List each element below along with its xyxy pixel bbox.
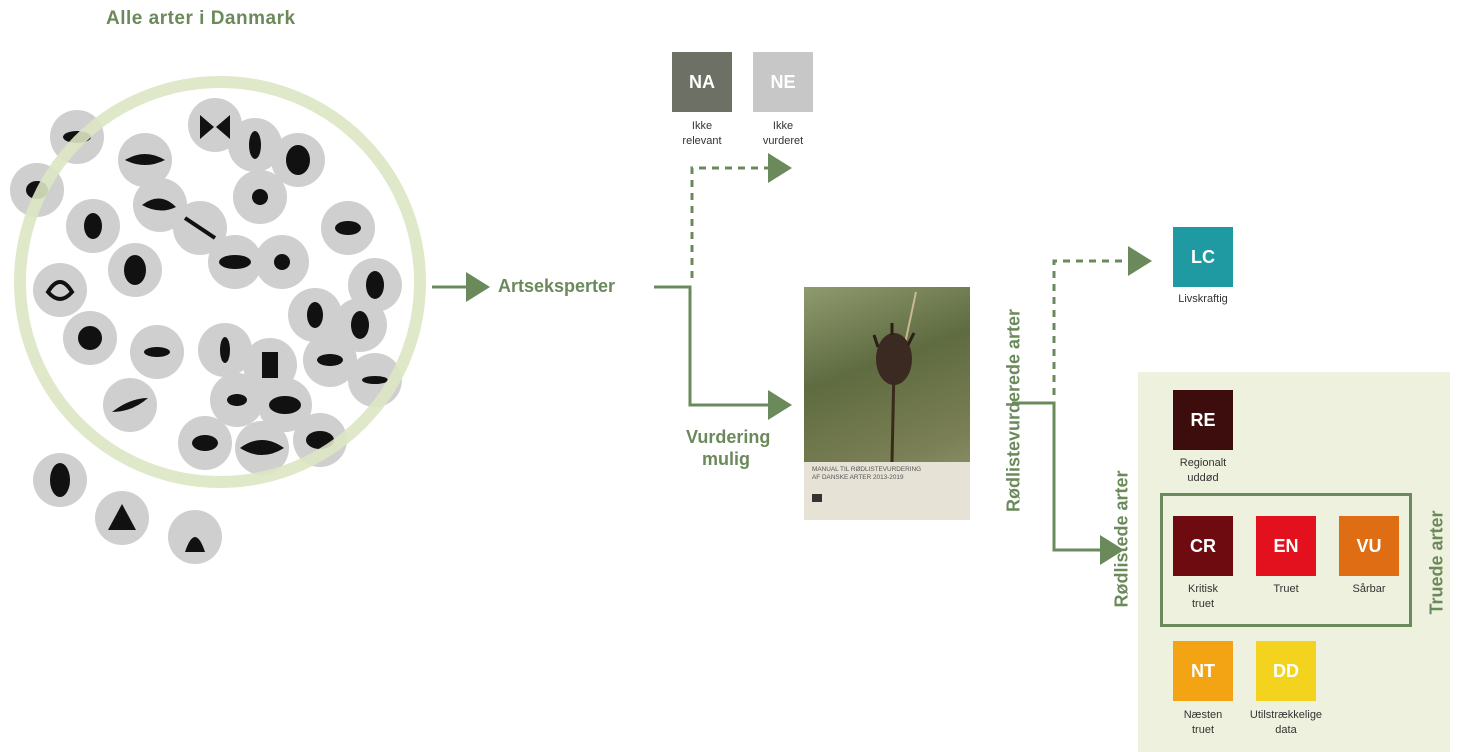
category-na: NA bbox=[672, 52, 732, 112]
caption-na-1: Ikke bbox=[657, 119, 747, 134]
caption-lc: Livskraftig bbox=[1158, 292, 1248, 307]
species-icons bbox=[10, 98, 402, 564]
category-nt: NT bbox=[1173, 641, 1233, 701]
category-cr: CR bbox=[1173, 516, 1233, 576]
assessment-line2: mulig bbox=[686, 448, 766, 470]
experts-label: Artseksperter bbox=[498, 276, 615, 297]
category-en: EN bbox=[1256, 516, 1316, 576]
assessed-species-label: Rødlistevurderede arter bbox=[1004, 301, 1025, 521]
manual-title-line1: MANUAL TIL RØDLISTEVURDERING bbox=[812, 466, 962, 474]
caption-nt-1: Næsten bbox=[1158, 708, 1248, 723]
category-re: RE bbox=[1173, 390, 1233, 450]
manual-title: MANUAL TIL RØDLISTEVURDERING AF DANSKE A… bbox=[812, 466, 962, 482]
caption-dd-2: data bbox=[1241, 723, 1331, 738]
publisher-logo bbox=[812, 494, 822, 502]
caption-na-2: relevant bbox=[657, 134, 747, 149]
manual-cover-band: MANUAL TIL RØDLISTEVURDERING AF DANSKE A… bbox=[804, 462, 970, 520]
caption-en: Truet bbox=[1241, 582, 1331, 597]
threatened-species-label: Truede arter bbox=[1427, 498, 1448, 628]
caption-cr-1: Kritisk bbox=[1158, 582, 1248, 597]
category-vu: VU bbox=[1339, 516, 1399, 576]
assessment-line1: Vurdering bbox=[686, 426, 766, 448]
caption-re-2: uddød bbox=[1158, 471, 1248, 486]
caption-dd-1: Utilstrækkelige bbox=[1241, 708, 1331, 723]
caption-re-1: Regionalt bbox=[1158, 456, 1248, 471]
category-dd: DD bbox=[1256, 641, 1316, 701]
caption-ne-2: vurderet bbox=[738, 134, 828, 149]
caption-nt-2: truet bbox=[1158, 723, 1248, 738]
manual-cover: MANUAL TIL RØDLISTEVURDERING AF DANSKE A… bbox=[804, 287, 970, 520]
flow-arrows bbox=[432, 168, 1146, 550]
redlisted-species-label: Rødlistede arter bbox=[1112, 488, 1133, 608]
assessment-possible-label: Vurdering mulig bbox=[686, 426, 766, 470]
plant-photo bbox=[804, 287, 970, 462]
category-ne: NE bbox=[753, 52, 813, 112]
caption-vu: Sårbar bbox=[1324, 582, 1414, 597]
caption-cr-2: truet bbox=[1158, 597, 1248, 612]
manual-title-line2: AF DANSKE ARTER 2013-2019 bbox=[812, 474, 962, 482]
caption-ne-1: Ikke bbox=[738, 119, 828, 134]
category-lc: LC bbox=[1173, 227, 1233, 287]
